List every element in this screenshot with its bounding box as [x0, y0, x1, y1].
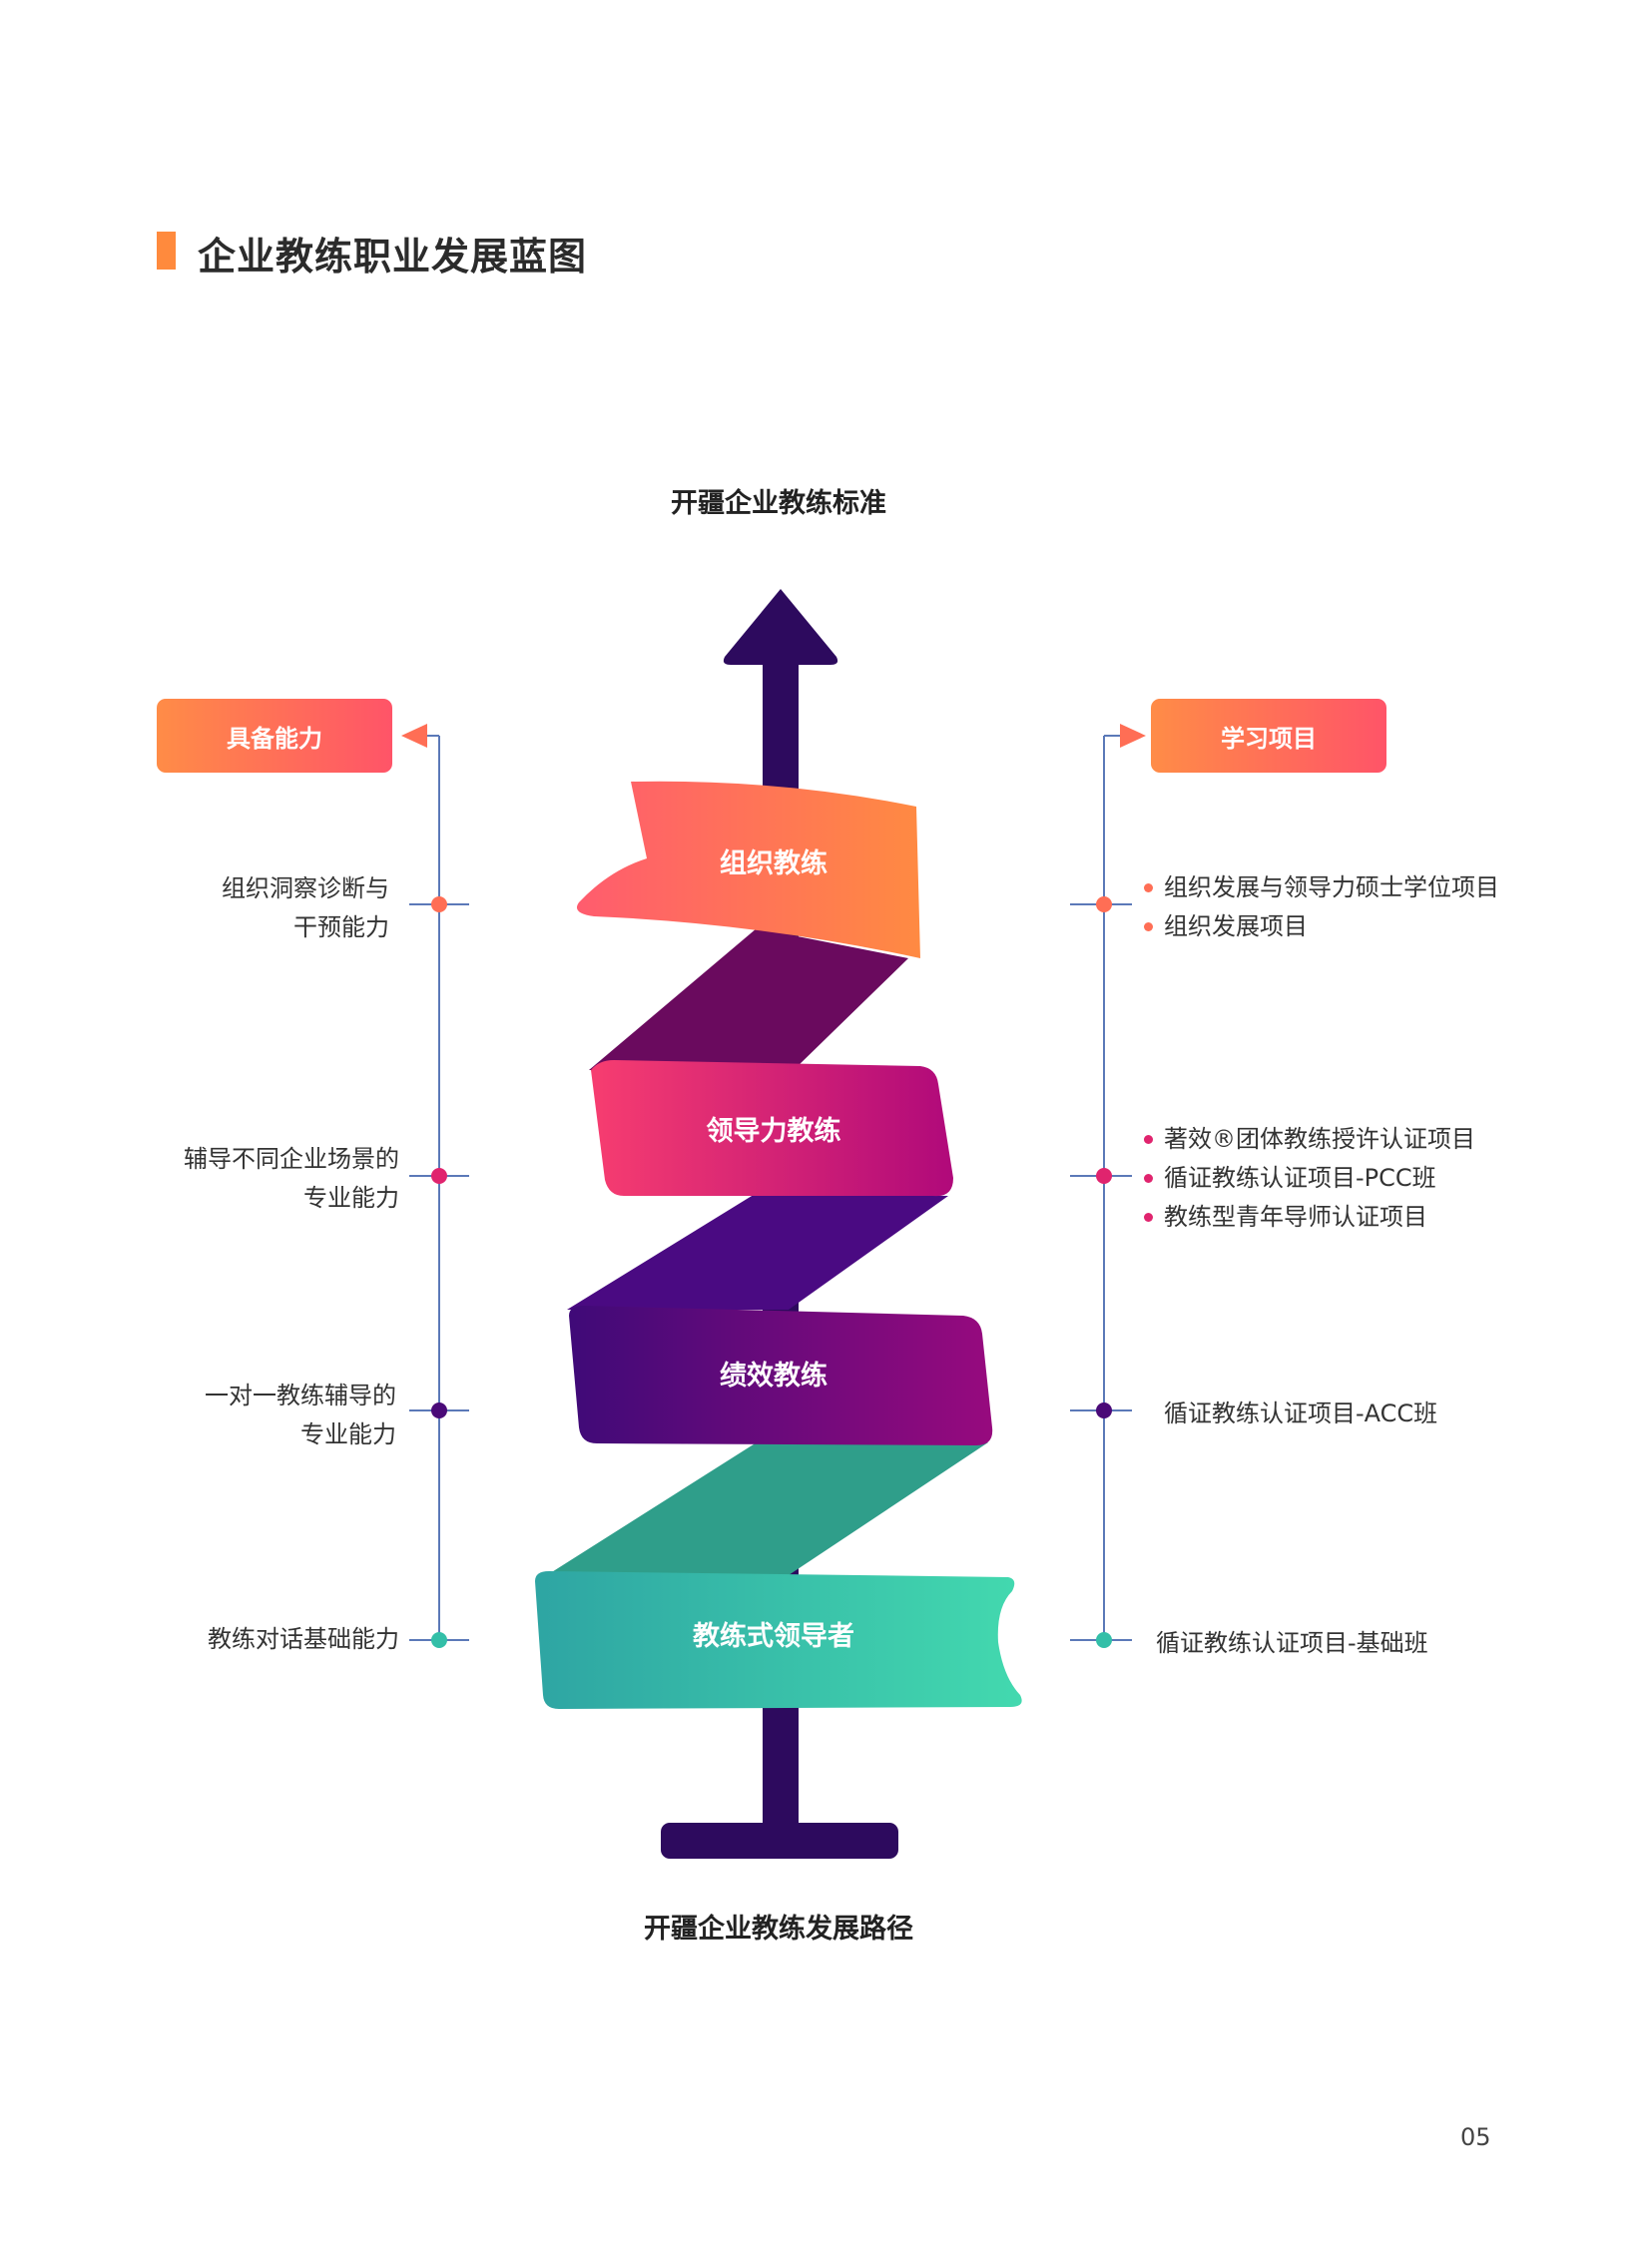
arrow-head: [723, 589, 838, 665]
arrow-base: [661, 1823, 898, 1859]
ability-2: 辅导不同企业场景的 专业能力: [184, 1140, 399, 1218]
fold-3: [547, 1442, 988, 1575]
band-2: [591, 1060, 953, 1197]
band-label-1: 组织教练: [720, 847, 827, 879]
left-dot-4: [431, 1632, 447, 1648]
left-dot-1: [431, 896, 447, 912]
ability-4-line1: 教练对话基础能力: [208, 1625, 399, 1653]
projects-level-2: 著效®团体教练授许认证项目 循证教练认证项目-PCC班 教练型青年导师认证项目: [1144, 1120, 1475, 1237]
fold-2: [567, 1193, 948, 1310]
ability-4: 教练对话基础能力: [208, 1620, 399, 1659]
ability-2-line2: 专业能力: [303, 1184, 399, 1212]
projects-level-1: 组织发展与领导力硕士学位项目 组织发展项目: [1144, 868, 1499, 946]
project-level-3: 循证教练认证项目-ACC班: [1164, 1400, 1438, 1427]
right-dot-1: [1096, 896, 1112, 912]
title-accent-bar: [157, 232, 176, 270]
fold-1: [589, 928, 908, 1070]
project-item: 著效®团体教练授许认证项目: [1144, 1120, 1475, 1159]
band-label-3: 绩效教练: [720, 1360, 827, 1392]
ability-3-line1: 一对一教练辅导的: [205, 1382, 396, 1409]
right-pointer-icon: [1120, 724, 1146, 748]
project-item: 组织发展与领导力硕士学位项目: [1144, 868, 1499, 907]
diagram-top-label: 开疆企业教练标准: [671, 488, 886, 519]
band-label-4: 教练式领导者: [693, 1620, 854, 1652]
ability-1-line1: 组织洞察诊断与: [222, 874, 389, 902]
band-label-2: 领导力教练: [707, 1115, 841, 1147]
ability-1: 组织洞察诊断与 干预能力: [222, 869, 389, 947]
right-dot-2: [1096, 1168, 1112, 1184]
diagram-bottom-label: 开疆企业教练发展路径: [644, 1914, 913, 1945]
ability-3-line2: 专业能力: [300, 1420, 396, 1448]
band-4: [535, 1571, 1022, 1709]
project-item: 教练型青年导师认证项目: [1144, 1198, 1475, 1237]
project-level-4: 循证教练认证项目-基础班: [1156, 1629, 1428, 1657]
page-number: 05: [1460, 2123, 1491, 2151]
page-title: 企业教练职业发展蓝图: [198, 235, 588, 279]
right-dot-4: [1096, 1632, 1112, 1648]
project-item: 组织发展项目: [1144, 907, 1499, 946]
project-item: 循证教练认证项目-PCC班: [1144, 1159, 1475, 1198]
band-3: [569, 1306, 993, 1445]
ability-3: 一对一教练辅导的 专业能力: [205, 1377, 396, 1454]
left-dot-3: [431, 1402, 447, 1418]
left-pointer-icon: [401, 724, 427, 748]
left-dot-2: [431, 1168, 447, 1184]
left-header-ability: 具备能力: [157, 699, 392, 773]
right-header-projects: 学习项目: [1151, 699, 1386, 773]
ability-2-line1: 辅导不同企业场景的: [184, 1145, 399, 1173]
ability-1-line2: 干预能力: [293, 913, 389, 941]
band-1: [576, 781, 920, 958]
right-dot-3: [1096, 1402, 1112, 1418]
